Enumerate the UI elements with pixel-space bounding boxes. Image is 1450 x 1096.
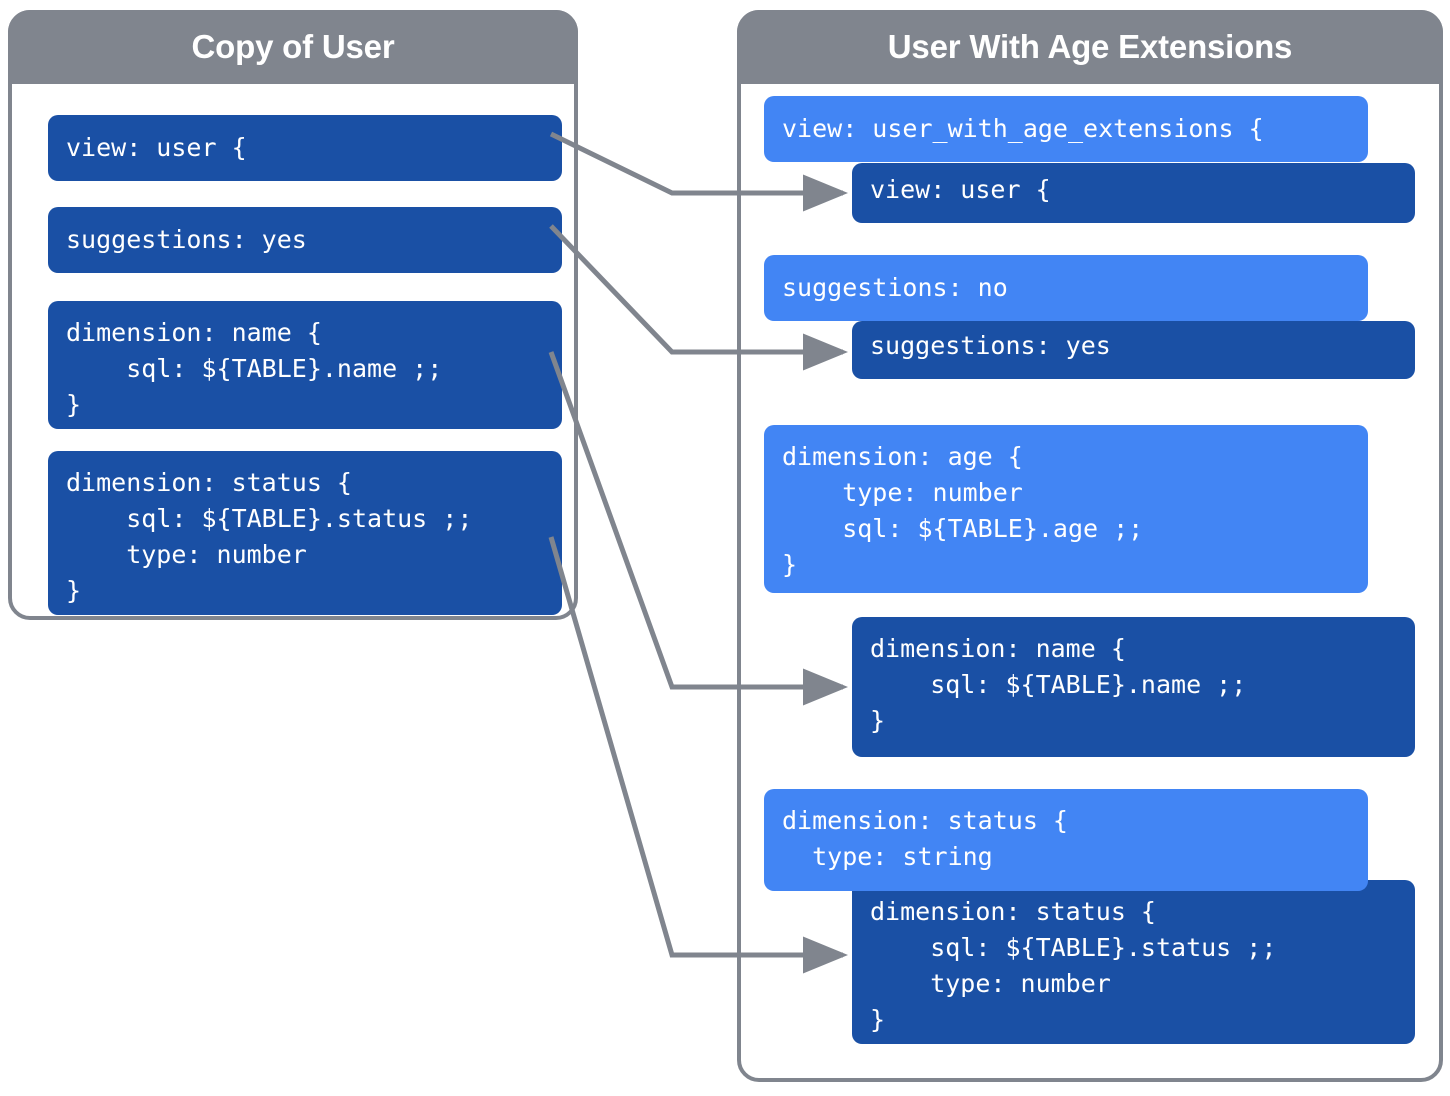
code-block-right-dimension-age: dimension: age { type: number sql: ${TAB… [764, 425, 1368, 593]
code-block-left-view: view: user { [48, 115, 562, 181]
panel-right-title: User With Age Extensions [737, 10, 1443, 84]
panel-left-title: Copy of User [8, 10, 578, 84]
code-block-right-dimension-status-dark: dimension: status { sql: ${TABLE}.status… [852, 880, 1415, 1044]
code-block-right-dimension-status-light: dimension: status { type: string [764, 789, 1368, 891]
code-block-left-suggestions: suggestions: yes [48, 207, 562, 273]
code-block-right-suggestions-no: suggestions: no [764, 255, 1368, 321]
code-block-right-view-extension: view: user_with_age_extensions { [764, 96, 1368, 162]
panel-copy-of-user: Copy of User view: user { suggestions: y… [8, 10, 578, 620]
code-block-left-dimension-status: dimension: status { sql: ${TABLE}.status… [48, 451, 562, 615]
code-block-right-view-user: view: user { [852, 163, 1415, 223]
code-block-right-suggestions-yes: suggestions: yes [852, 321, 1415, 379]
code-block-left-dimension-name: dimension: name { sql: ${TABLE}.name ;; … [48, 301, 562, 429]
code-block-right-dimension-name: dimension: name { sql: ${TABLE}.name ;; … [852, 617, 1415, 757]
